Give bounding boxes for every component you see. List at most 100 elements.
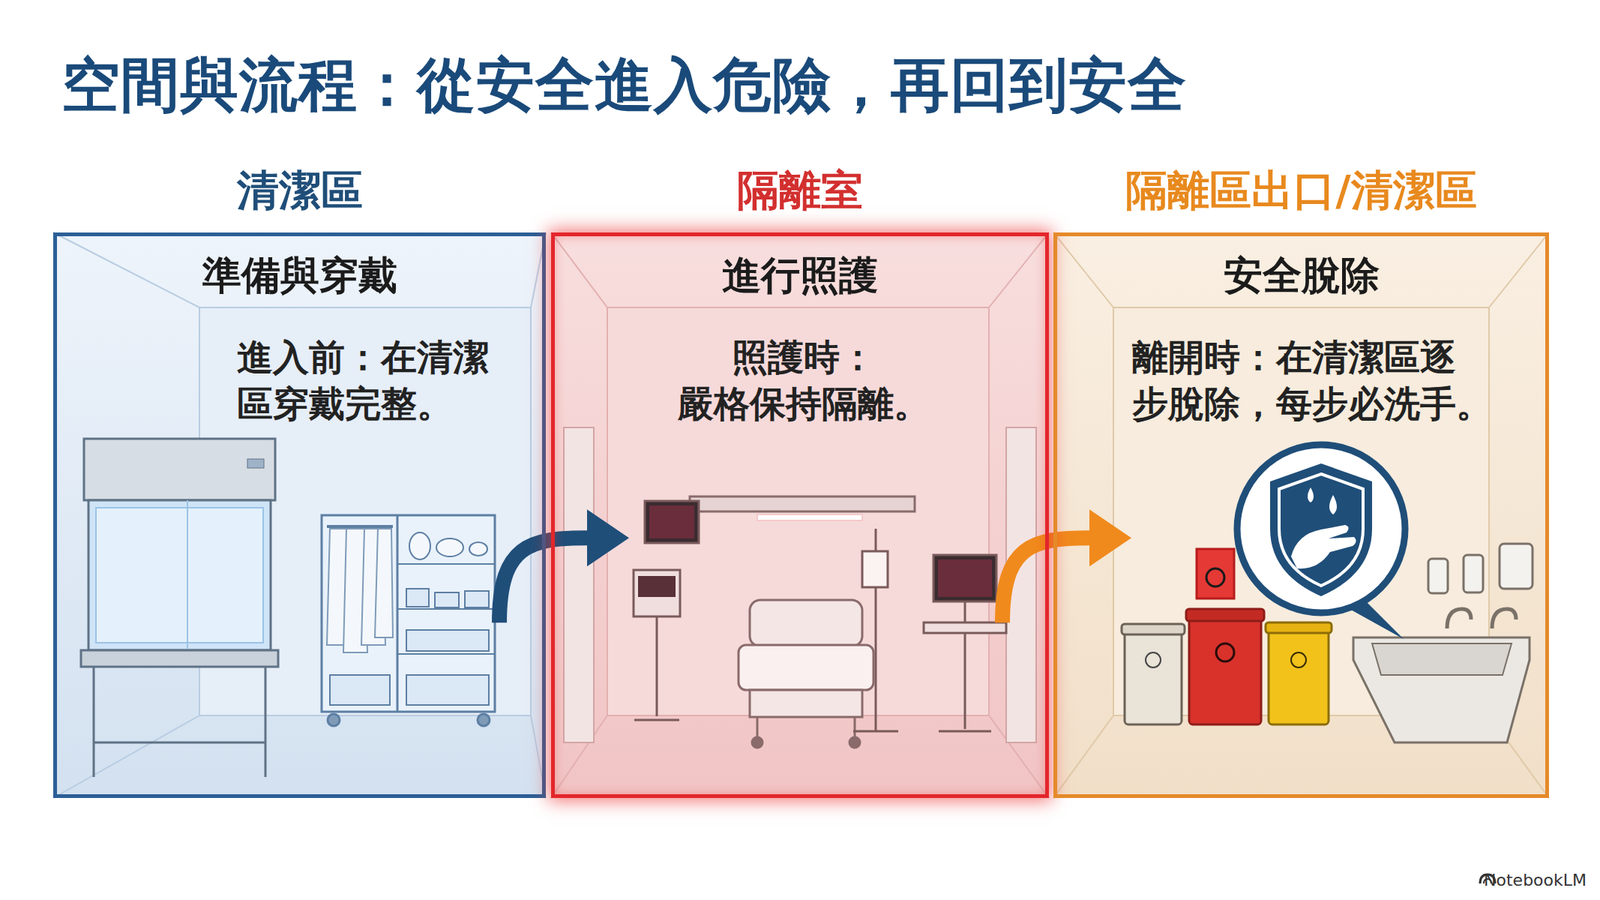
panel-heading: 進行照護 (554, 249, 1046, 303)
hand-hygiene-icon (1237, 444, 1406, 639)
ppe-rack-part (406, 674, 489, 705)
hospital-bed-part (853, 716, 857, 739)
ppe-rack-part (434, 592, 459, 608)
medical-monitors-part (853, 730, 899, 733)
ppe-rack-part (409, 532, 431, 560)
arrow-head (587, 509, 630, 567)
room-left-part (53, 232, 200, 308)
waste-bins-part (1145, 652, 1161, 668)
medical-monitors-part (633, 569, 681, 617)
room-right (1053, 232, 1550, 798)
room-middle-part (551, 232, 608, 308)
room-left-part (53, 715, 200, 798)
room-left (53, 232, 546, 798)
room-left-part (53, 232, 546, 798)
ppe-rack-part (397, 653, 495, 655)
ppe-rack-part (374, 528, 393, 638)
zone-panel: 隔離區出口/清潔區安全脫除離開時：在清潔區逐 步脫除，每步必洗手。 (1053, 232, 1550, 798)
ppe-rack-part (406, 629, 489, 651)
waste-bins-part (1124, 629, 1182, 725)
medical-monitors-part (638, 575, 676, 597)
room-middle-part (551, 232, 1049, 798)
ppe-rack (321, 515, 495, 726)
waste-bins-part (1186, 608, 1265, 621)
medical-monitors-part (964, 601, 967, 729)
room-middle-part (563, 427, 594, 743)
sink-part (1463, 554, 1484, 593)
sink-part (1492, 608, 1517, 629)
medical-monitors-part (933, 554, 997, 602)
waste-bins-part (1206, 568, 1225, 587)
waste-bins-part (1196, 548, 1235, 599)
medical-monitors-part (938, 730, 992, 733)
hospital-bed-part (757, 514, 863, 521)
ppe-rack-part (321, 515, 495, 712)
medical-monitors-part (923, 622, 1007, 633)
sink-part (1372, 643, 1512, 675)
ppe-rack-part (469, 542, 488, 556)
panel-body: 離開時：在清潔區逐 步脫除，每步必洗手。 (1132, 333, 1523, 428)
zone-header: 隔離區出口/清潔區 (1057, 162, 1546, 220)
sink-part (1428, 558, 1448, 594)
panel-body: 進入前：在清潔 區穿戴完整。 (236, 333, 537, 428)
fume-hood-part (83, 438, 276, 501)
hand-hygiene-icon-part (1237, 444, 1406, 613)
hand-hygiene-icon-part (1270, 463, 1373, 597)
fume-hood-part (92, 666, 96, 777)
ppe-rack-part (477, 713, 490, 726)
hospital-bed-part (749, 689, 863, 717)
panel-body: 照護時： 嚴格保持隔離。 (653, 333, 954, 428)
medical-monitors-part (656, 616, 659, 717)
fume-hood-part (93, 741, 266, 744)
hospital-bed-part (752, 737, 763, 748)
sink-part (1447, 608, 1472, 629)
room-right-part (1489, 232, 1550, 308)
sink-part (1499, 543, 1533, 589)
waste-bins-part (1121, 623, 1185, 635)
hand-hygiene-icon-part (1307, 487, 1314, 503)
ppe-rack-part (326, 524, 393, 528)
hospital-bed-part (849, 737, 860, 748)
room-middle-part (1006, 427, 1037, 743)
ppe-rack-part (397, 563, 495, 565)
hand-hygiene-icon-part (1329, 494, 1337, 515)
fume-hood-part (95, 507, 264, 643)
hospital-bed-part (738, 644, 874, 690)
hospital-bed (689, 496, 915, 748)
panel-heading: 安全脫除 (1057, 249, 1546, 303)
fume-hood-part (186, 500, 189, 651)
arrow-head (1089, 509, 1132, 567)
fume-hood-part (80, 650, 279, 667)
waste-bins-part (1268, 629, 1329, 725)
zone-panel: 隔離室進行照護照護時： 嚴格保持隔離。 (551, 232, 1049, 798)
room-middle-part (988, 232, 1049, 308)
room-right-part (1053, 715, 1114, 798)
fume-hood-part (247, 458, 264, 468)
hand-hygiene-icon-part (1291, 524, 1357, 569)
zone-panel: 清潔區準備與穿戴進入前：在清潔 區穿戴完整。 (53, 232, 546, 798)
waste-bins-part (1291, 652, 1307, 668)
zone-header: 隔離室 (554, 162, 1046, 220)
hospital-bed-part (689, 496, 915, 512)
room-middle (551, 232, 1049, 798)
medical-monitors-part (862, 551, 888, 588)
medical-monitors-part (644, 500, 699, 543)
waste-bins-part (1265, 622, 1332, 633)
room-middle-part (607, 307, 989, 716)
watermark: NotebookLM (1461, 870, 1587, 890)
room-right-part (1053, 232, 1550, 798)
waste-bins-part (1216, 643, 1235, 662)
title: 空間與流程：從安全進入危險，再回到安全 (61, 46, 1187, 126)
ppe-rack-part (406, 588, 429, 607)
fume-hood-part (88, 500, 271, 651)
room-right-part (1053, 232, 1114, 308)
hospital-bed-part (749, 599, 863, 647)
ppe-rack-part (329, 674, 390, 705)
fume-hood-part (264, 666, 267, 777)
medical-monitors-part (937, 559, 992, 597)
hospital-bed-part (756, 716, 759, 739)
fume-hood (80, 438, 279, 777)
